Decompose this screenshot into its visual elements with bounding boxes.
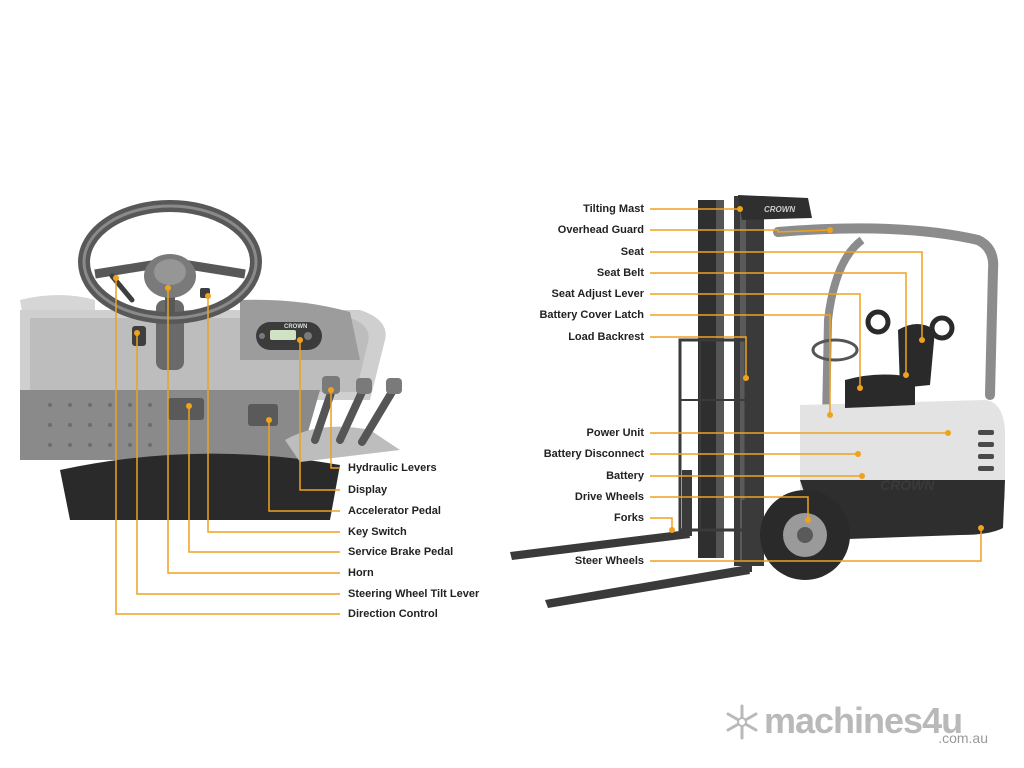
watermark-domain-text: .com.au (938, 730, 988, 746)
seat-shape (845, 374, 915, 408)
seat-cushion-shape (60, 453, 340, 520)
label-battery-disconnect: Battery Disconnect (543, 448, 644, 460)
label-forks: Forks (614, 512, 644, 524)
hydraulic-levers-shape (311, 386, 396, 446)
label-key-switch: Key Switch (348, 526, 407, 538)
label-load-backrest: Load Backrest (568, 331, 644, 343)
watermark-main-text: machines4u (764, 700, 963, 741)
dash-brand-text: CROWN (284, 324, 307, 330)
body-brand-text: CROWN (880, 477, 935, 493)
label-seat: Seat (620, 246, 644, 258)
service-brake-pedal-shape (168, 398, 204, 420)
label-battery: Battery (606, 470, 644, 482)
drive-wheel-shape (760, 490, 850, 580)
label-steering-wheel-tilt-lever: Steering Wheel Tilt Lever (348, 588, 480, 600)
label-drive-wheels: Drive Wheels (574, 491, 644, 503)
mast-brand-text: CROWN (764, 205, 795, 214)
leader-lines-right (650, 208, 982, 562)
label-service-brake-pedal: Service Brake Pedal (348, 546, 454, 558)
operator-compartment-illustration (20, 200, 402, 520)
label-seat-adjust-lever: Seat Adjust Lever (551, 288, 644, 300)
snowflake-icon (726, 704, 758, 740)
dash-display-panel (256, 322, 322, 350)
label-steer-wheels: Steer Wheels (574, 555, 644, 567)
machines4u-watermark: machines4u .com.au (724, 700, 994, 750)
label-accelerator-pedal: Accelerator Pedal (348, 505, 441, 517)
label-power-unit: Power Unit (586, 427, 644, 439)
overhead-guard-shape (773, 223, 999, 400)
steering-wheel-shape (78, 200, 262, 324)
label-overhead-guard: Overhead Guard (557, 224, 644, 236)
label-horn: Horn (348, 567, 374, 579)
forklift-illustration (510, 195, 1005, 608)
label-battery-cover-latch: Battery Cover Latch (539, 309, 644, 321)
power-unit-body (800, 400, 1005, 500)
label-hydraulic-levers: Hydraulic Levers (348, 462, 437, 474)
label-tilting-mast: Tilting Mast (583, 203, 644, 215)
label-display: Display (348, 484, 388, 496)
leader-lines-left (115, 278, 340, 615)
leader-dots-right (669, 206, 984, 533)
forks-shape (510, 470, 752, 608)
accelerator-pedal-shape (248, 404, 278, 426)
label-direction-control: Direction Control (348, 608, 438, 620)
leader-dots-left (113, 275, 334, 423)
label-seat-belt: Seat Belt (596, 267, 644, 279)
